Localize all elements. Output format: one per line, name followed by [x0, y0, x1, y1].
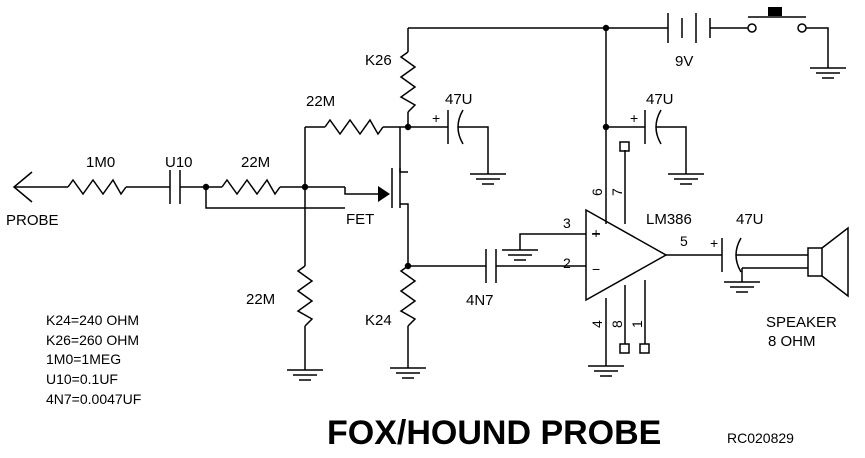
label-4n7: 4N7 — [466, 292, 494, 309]
note-line: U10=0.1UF — [46, 371, 118, 387]
resistor-22m-ground — [296, 265, 314, 327]
lm386-amplifier — [585, 208, 668, 302]
label-k26: K26 — [365, 52, 392, 69]
pin-2: 2 — [563, 255, 571, 271]
diagram-title: FOX/HOUND PROBE — [327, 414, 661, 452]
label-47u-drain: 47U — [445, 91, 473, 108]
label-speaker: SPEAKER — [766, 314, 837, 331]
capacitor-4n7 — [485, 249, 497, 283]
label-u10: U10 — [165, 154, 193, 171]
label-47u-supply: 47U — [646, 91, 674, 108]
probe-arrow-icon — [12, 171, 33, 203]
pin-plus: + — [592, 225, 600, 241]
note-line: K24=240 OHM — [46, 312, 139, 328]
resistor-22m-feedback — [324, 118, 384, 136]
speaker-icon — [807, 226, 849, 298]
note-line: K26=260 OHM — [46, 332, 139, 348]
pin-8: 8 — [609, 320, 625, 328]
pin-1: 1 — [629, 320, 645, 328]
ground-icon — [668, 173, 704, 185]
pin-7: 7 — [609, 188, 625, 196]
label-9v: 9V — [675, 53, 693, 70]
component-labels: PROBE 1M0 U10 22M 22M 22M K26 K24 FET 47… — [6, 52, 837, 350]
polarity-plus-c2: + — [630, 110, 638, 126]
label-22m-feedback: 22M — [306, 93, 335, 110]
wires — [14, 27, 829, 370]
pin-5: 5 — [680, 233, 688, 249]
value-notes: K24=240 OHM K26=260 OHM 1M0=1MEG U10=0.1… — [46, 312, 141, 407]
resistor-22m-input — [221, 178, 281, 196]
fet-transistor — [378, 168, 401, 208]
ground-icon — [287, 369, 323, 381]
capacitor-47u-supply — [644, 109, 662, 145]
pin-6: 6 — [589, 188, 605, 196]
pin-3: 3 — [563, 215, 571, 231]
note-line: 1M0=1MEG — [46, 351, 121, 367]
label-fet: FET — [346, 211, 374, 228]
polarity-marks: + + + — [432, 110, 718, 251]
capacitor-47u-output — [721, 237, 742, 273]
label-lm386: LM386 — [646, 211, 692, 228]
label-speaker-ohm: 8 OHM — [768, 333, 816, 350]
push-button-icon — [747, 7, 807, 33]
label-22m-ground: 22M — [246, 291, 275, 308]
capacitor-u10 — [169, 170, 181, 204]
ground-icon — [390, 367, 426, 379]
probe-label: PROBE — [6, 212, 59, 229]
label-22m-input: 22M — [241, 154, 270, 171]
label-k24: K24 — [365, 312, 392, 329]
resistor-k26 — [399, 51, 417, 113]
resistor-k24 — [399, 265, 417, 327]
resistor-1m0 — [67, 178, 127, 196]
label-47u-output: 47U — [736, 211, 764, 228]
grounds — [287, 67, 846, 381]
polarity-plus-c1: + — [432, 110, 440, 126]
battery-9v — [667, 13, 711, 43]
drawing-code: RC020829 — [727, 430, 794, 446]
pin-4: 4 — [589, 320, 605, 328]
ground-icon — [470, 173, 506, 185]
label-1m0: 1M0 — [86, 154, 115, 171]
pin-labels: 3 2 + − 5 6 7 4 8 1 — [563, 188, 688, 328]
test-pads — [619, 141, 650, 354]
ground-icon — [724, 281, 760, 293]
ground-icon — [588, 365, 624, 377]
pin-minus: − — [592, 261, 600, 277]
ground-icon — [502, 249, 538, 261]
note-line: 4N7=0.0047UF — [46, 391, 141, 407]
polarity-plus-c3: + — [710, 235, 718, 251]
capacitor-47u-drain — [447, 109, 464, 145]
ground-icon — [810, 67, 846, 79]
